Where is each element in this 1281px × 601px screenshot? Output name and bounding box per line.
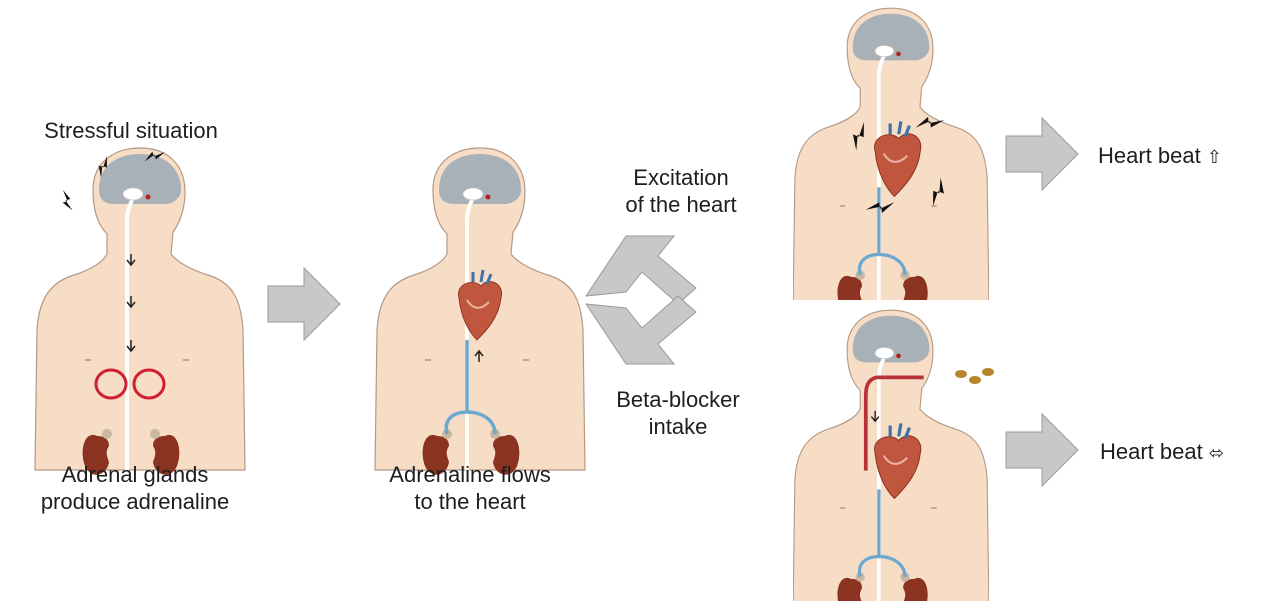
outcome-heart-beat-up: Heart beat ⇧ <box>1098 142 1222 171</box>
outcome-heart-beat-same: Heart beat ⬄ <box>1100 438 1224 467</box>
outcome-same-text: Heart beat <box>1100 439 1203 464</box>
panel3-top-figure <box>793 8 989 313</box>
outcome-arrow-same-icon <box>1006 414 1078 486</box>
beta-blocker-label-line2: intake <box>588 413 768 440</box>
panel1-caption-line2: produce adrenaline <box>15 488 255 515</box>
stress-bolt-icon <box>58 190 79 211</box>
up-arrow-icon: ⇧ <box>1207 147 1222 168</box>
panel1-caption: Adrenal glands produce adrenaline <box>15 461 255 515</box>
excitation-label-line1: Excitation <box>596 164 766 191</box>
panel3-bottom-figure <box>793 310 994 601</box>
pill-icon <box>955 368 994 384</box>
left-right-arrow-icon: ⬄ <box>1209 443 1224 464</box>
outcome-up-text: Heart beat <box>1098 143 1201 168</box>
excitation-label-line2: of the heart <box>596 191 766 218</box>
panel2-caption: Adrenaline flows to the heart <box>355 461 585 515</box>
panel2-caption-line2: to the heart <box>355 488 585 515</box>
branch-arrow-icon <box>586 236 696 364</box>
beta-blocker-label-line1: Beta-blocker <box>588 386 768 413</box>
beta-blocker-label: Beta-blocker intake <box>588 386 768 440</box>
panel1-figure <box>35 147 245 475</box>
panel2-figure <box>375 148 585 475</box>
outcome-arrow-up-icon <box>1006 118 1078 190</box>
flow-arrow-icon <box>268 268 340 340</box>
panel2-caption-line1: Adrenaline flows <box>355 461 585 488</box>
panel1-caption-line1: Adrenal glands <box>15 461 255 488</box>
stress-label: Stressful situation <box>20 117 242 144</box>
excitation-label: Excitation of the heart <box>596 164 766 218</box>
